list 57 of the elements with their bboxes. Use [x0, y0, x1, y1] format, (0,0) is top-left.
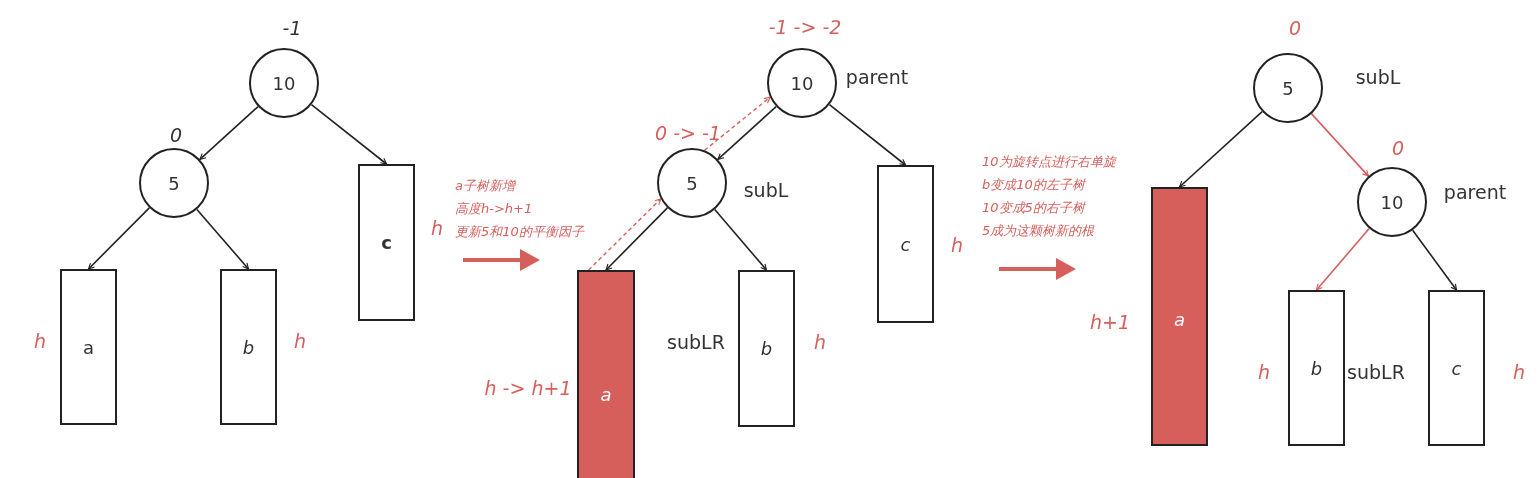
height-label: h: [431, 217, 443, 239]
height-label: h+1: [1089, 311, 1131, 333]
tree-edge-arrow: [605, 207, 669, 271]
balance-factor: -1: [282, 17, 302, 39]
height-label: h -> h+1: [484, 377, 572, 399]
balance-factor: 0 -> -1: [655, 122, 721, 144]
height-label: h: [814, 331, 826, 353]
tree-node-circle: 5: [139, 148, 209, 218]
tree-edge-arrow: [1178, 110, 1263, 188]
height-label: h: [34, 330, 46, 352]
height-label: h: [951, 234, 963, 256]
height-label: h: [1258, 361, 1270, 383]
subtree-box: c: [1428, 290, 1485, 446]
annotation-note: a子树新增: [455, 177, 515, 195]
pointer-label: subL: [1355, 66, 1401, 88]
tree-node-circle: 5: [1253, 53, 1323, 123]
annotation-note: 更新5和10的平衡因子: [455, 223, 584, 241]
update-path-arrow: [703, 96, 771, 151]
tree-edge-arrow: [310, 103, 388, 165]
tree-edge-arrow: [1411, 229, 1458, 291]
annotation-note: 5成为这颗树新的根: [982, 222, 1095, 240]
subtree-box: a: [577, 270, 635, 478]
tree-edge-arrow: [1310, 113, 1370, 177]
height-label: h: [294, 330, 306, 352]
pointer-label: subL: [743, 179, 789, 201]
annotation-note: 10变成5的右子树: [982, 199, 1085, 217]
pointer-label: subLR: [667, 331, 725, 353]
annotation-note: 10为旋转点进行右单旋: [982, 153, 1116, 171]
pointer-label: parent: [1443, 181, 1507, 203]
tree-edge-arrow: [713, 208, 768, 271]
balance-factor: -1 -> -2: [768, 16, 842, 38]
pointer-label: parent: [845, 66, 909, 88]
subtree-box: c: [877, 165, 934, 323]
annotation-note: 高度h->h+1: [455, 200, 533, 218]
update-path-arrow: [587, 198, 662, 271]
tree-edge-arrow: [196, 208, 250, 270]
subtree-box: b: [220, 269, 277, 425]
tree-edge-arrow: [828, 103, 907, 166]
tree-edge-arrow: [87, 207, 151, 270]
tree-edge-arrow: [199, 105, 259, 161]
subtree-box: b: [1288, 290, 1345, 446]
tree-node-circle: 10: [1357, 167, 1427, 237]
balance-factor: 0: [1391, 137, 1405, 159]
subtree-box: a: [1151, 187, 1208, 446]
subtree-box: c: [358, 164, 415, 321]
annotation-note: b变成10的左子树: [982, 176, 1085, 194]
balance-factor: 0: [1288, 17, 1302, 39]
height-label: h: [1513, 361, 1525, 383]
subtree-box: b: [738, 270, 795, 427]
tree-node-circle: 5: [657, 148, 727, 218]
pointer-label: subLR: [1347, 361, 1405, 383]
subtree-box: a: [60, 269, 117, 425]
tree-edge-arrow: [1315, 227, 1370, 291]
tree-node-circle: 10: [249, 48, 319, 118]
tree-edge-arrow: [717, 105, 777, 161]
balance-factor: 0: [169, 124, 183, 146]
tree-node-circle: 10: [767, 48, 837, 118]
